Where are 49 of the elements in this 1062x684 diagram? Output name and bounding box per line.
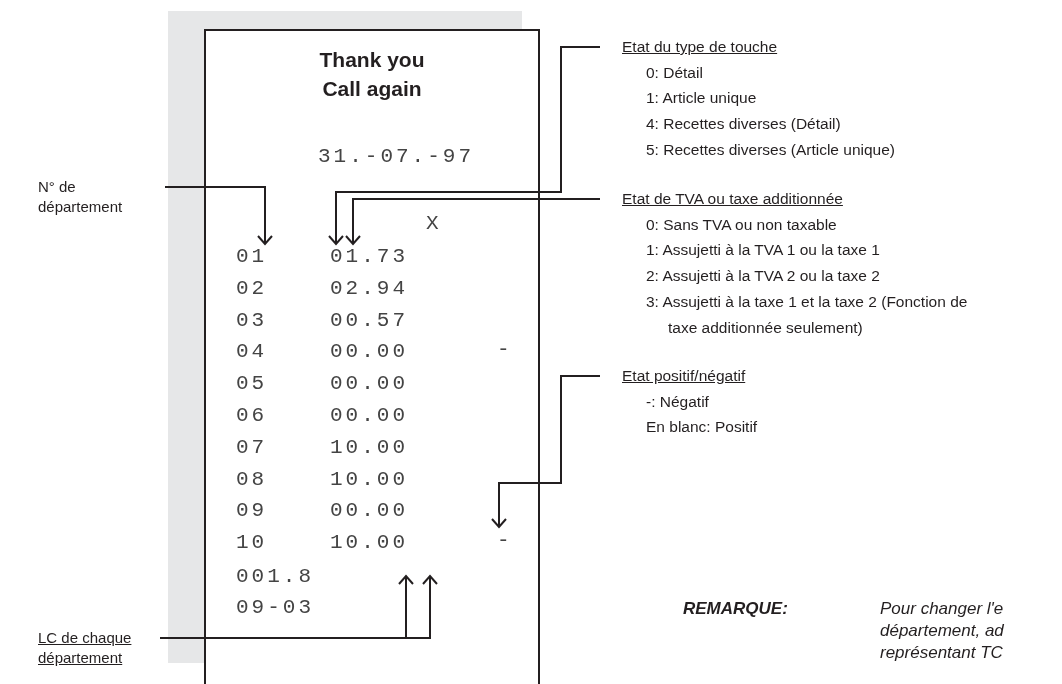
callout-item: 0: Sans TVA ou non taxable xyxy=(646,214,838,235)
department-number: 05 xyxy=(236,371,268,398)
department-number: 07 xyxy=(236,434,268,461)
receipt-amount: 01.73 xyxy=(330,244,408,270)
callout-item: En blanc: Positif xyxy=(646,417,759,438)
receipt-amount: 00.00 xyxy=(330,403,408,429)
leader-line xyxy=(345,198,601,245)
note-heading: REMARQUE: xyxy=(683,598,788,620)
receipt-date: 31.-07.-97 xyxy=(318,144,475,170)
callout-item: 4: Recettes diverses (Détail) xyxy=(646,114,842,135)
receipt-amount: 00.00 xyxy=(330,498,408,525)
receipt-paper xyxy=(204,29,540,684)
department-number: 02 xyxy=(236,275,268,302)
receipt-amount: 00.00 xyxy=(330,371,408,398)
callout-item: 2: Assujetti à la TVA 2 ou la taxe 2 xyxy=(646,266,881,287)
sign-mark: - xyxy=(497,528,513,555)
callout-heading: Etat positif/négatif xyxy=(622,366,746,386)
department-number: 01 xyxy=(236,244,268,270)
receipt-amount: 10.00 xyxy=(330,466,408,493)
department-number: 06 xyxy=(236,403,268,429)
receipt-amount: 00.57 xyxy=(330,307,408,334)
leader-line xyxy=(164,186,273,245)
callout-heading: Etat du type de touche xyxy=(622,37,778,57)
receipt-amount: 10.00 xyxy=(330,434,408,461)
callout-item: 5: Recettes diverses (Article unique) xyxy=(646,139,896,160)
callout-item: 0: Détail xyxy=(646,62,704,83)
receipt-amount: 00.00 xyxy=(330,339,408,366)
callout-text: N° de département xyxy=(38,177,124,217)
sign-mark: - xyxy=(497,337,513,364)
department-number: 09 xyxy=(236,498,268,525)
department-number: 10 xyxy=(236,530,268,557)
department-number: 08 xyxy=(236,466,268,493)
department-number: 03 xyxy=(236,307,268,334)
note-text: Pour changer l'e département, ad représentant TC xyxy=(880,598,1005,664)
leader-line xyxy=(491,375,601,528)
leader-line xyxy=(328,46,601,245)
callout-item: -: Négatif xyxy=(646,391,710,412)
callout-item: 1: Assujetti à la TVA 1 ou la taxe 1 xyxy=(646,240,881,261)
department-number: 04 xyxy=(236,339,268,366)
receipt-amount: 10.00 xyxy=(330,530,408,557)
receipt-amount: 02.94 xyxy=(330,275,408,302)
callout-heading: Etat de TVA ou taxe additionnée xyxy=(622,189,843,209)
receipt-heading: Thank you Call again xyxy=(318,47,426,102)
callout-text: LC de chaque département xyxy=(38,628,133,668)
callout-item: 3: Assujetti à la taxe 1 et la taxe 2 (Fonction de taxe additionnée seulement) xyxy=(646,291,968,338)
receipt-text: X xyxy=(426,211,442,237)
receipt-text: 001.8 xyxy=(236,564,314,590)
receipt-text: 09-03 xyxy=(236,595,314,621)
callout-item: 1: Article unique xyxy=(646,88,758,109)
